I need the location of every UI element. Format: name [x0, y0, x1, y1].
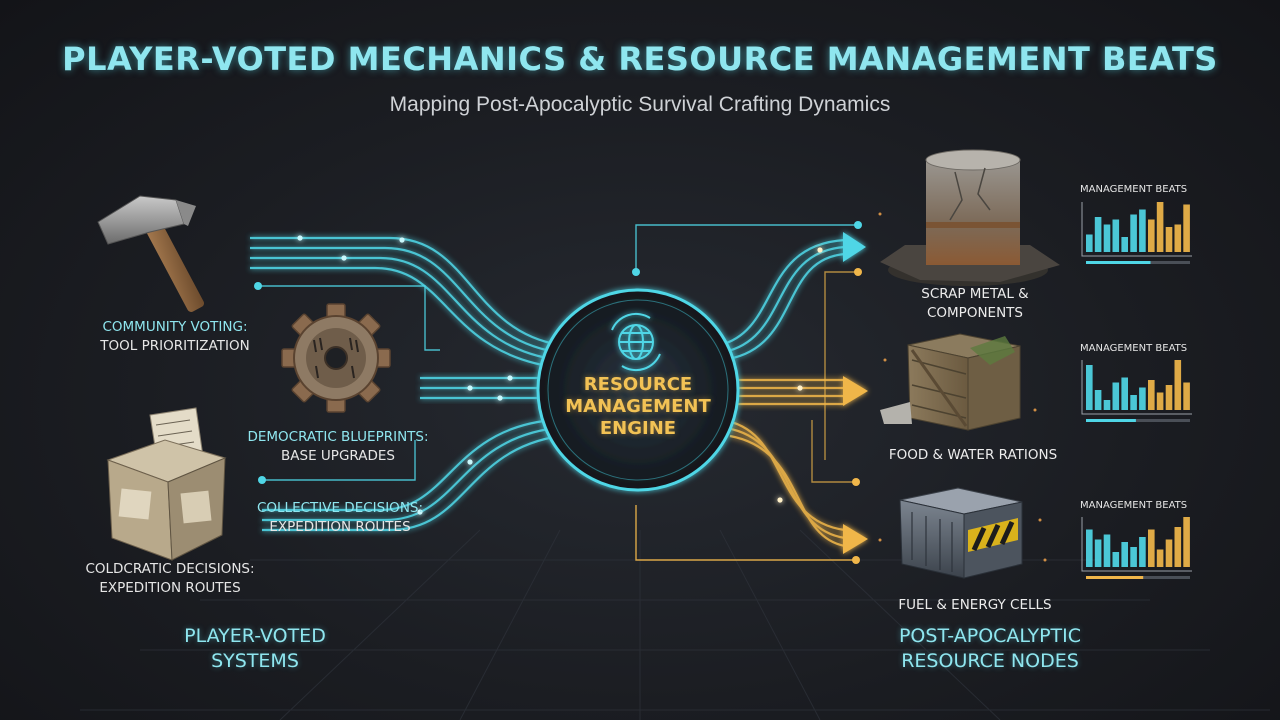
chart-bar — [1086, 529, 1093, 567]
chart-bar — [1103, 534, 1111, 567]
output-flow-top — [719, 238, 846, 361]
chart-bar — [1112, 382, 1120, 410]
hammer-icon — [97, 195, 205, 312]
chart-axis — [1081, 202, 1192, 257]
wooden-crate-icon — [880, 333, 1021, 431]
chart-bar — [1183, 382, 1190, 410]
chart-axis — [1081, 360, 1192, 415]
chart-bar — [1183, 204, 1190, 252]
chart-bar — [1112, 219, 1120, 252]
chart-bar — [1130, 395, 1137, 410]
input-label-community-voting: COMMUNITY VOTING: TOOL PRIORITIZATION — [80, 318, 270, 356]
chart-bar — [1148, 529, 1155, 567]
chart-bar — [1174, 527, 1182, 567]
chart-bar — [1112, 552, 1120, 567]
output-label-food-water: FOOD & WATER RATIONS — [888, 447, 1058, 463]
globe-icon — [611, 312, 661, 372]
chart-bar — [1139, 387, 1146, 410]
connector-lines — [254, 221, 862, 564]
input-flow-bottom — [262, 418, 561, 532]
input-highlight: COMMUNITY VOTING: — [102, 319, 248, 335]
chart-bar — [1139, 209, 1146, 252]
left-group-title: PLAYER-VOTED SYSTEMS — [184, 625, 326, 672]
chart-bar — [1103, 400, 1111, 410]
gear-icon — [281, 303, 391, 413]
chart-bar — [1094, 390, 1102, 410]
chart-bar — [1156, 202, 1164, 252]
chart-bar — [1148, 380, 1155, 410]
ember-sparks — [878, 212, 1047, 562]
chart-bar — [1130, 547, 1137, 567]
output-flow-middle — [735, 378, 845, 406]
chart-title-scrap-metal: MANAGEMENT BEATS — [1080, 184, 1188, 195]
input-label-democratic-blueprints: DEMOCRATIC BLUEPRINTS: BASE UPGRADES — [238, 428, 438, 466]
chart-bar — [1121, 377, 1128, 410]
output-flow-bottom — [721, 418, 846, 548]
chart-bar — [1148, 219, 1155, 252]
arrow-to-fuel-energy — [843, 524, 868, 554]
engine-line: RESOURCE — [583, 374, 693, 395]
chart-bar — [1165, 385, 1173, 410]
chart-bar — [1121, 542, 1128, 567]
chart-bar — [1156, 392, 1164, 410]
progress-track — [1086, 419, 1190, 422]
chart-bar — [1121, 237, 1128, 252]
management-beats-chart-food-water — [1081, 360, 1192, 422]
chart-bar — [1103, 224, 1111, 252]
output-label-scrap-metal: SCRAP METAL & COMPONENTS — [921, 286, 1029, 321]
engine-line: ENGINE — [599, 418, 677, 439]
input-label-coldcratic-decisions: COLDCRATIC DECISIONS: EXPEDITION ROUTES — [70, 560, 270, 598]
chart-bar — [1174, 360, 1182, 410]
engine-line: MANAGEMENT — [565, 396, 711, 417]
chart-bar — [1094, 217, 1102, 252]
chart-title-fuel-energy: MANAGEMENT BEATS — [1080, 500, 1188, 511]
chart-bar — [1094, 539, 1102, 567]
chart-bar — [1086, 365, 1093, 410]
chart-bar — [1183, 517, 1190, 567]
input-label-collective-decisions: COLLECTIVE DECISIONS: EXPEDITION ROUTES — [250, 499, 430, 537]
chart-bar — [1156, 549, 1164, 567]
input-text: EXPEDITION ROUTES — [269, 519, 411, 535]
input-highlight: COLLECTIVE DECISIONS: — [256, 500, 424, 516]
output-flow-dots — [777, 247, 823, 503]
chart-bar — [1130, 214, 1137, 252]
ballot-box-icon — [106, 407, 227, 561]
input-text: TOOL PRIORITIZATION — [100, 338, 250, 354]
arrow-to-food-water — [843, 376, 868, 406]
chart-bar — [1174, 224, 1182, 252]
chart-bar — [1165, 227, 1173, 252]
engine-label: RESOURCE MANAGEMENT ENGINE — [548, 374, 728, 440]
input-highlight: DEMOCRATIC BLUEPRINTS: — [247, 429, 429, 445]
flow-dots — [297, 235, 513, 515]
right-group-title: POST-APOCALYPTIC RESOURCE NODES — [898, 625, 1082, 672]
resource-engine-hub — [536, 288, 740, 492]
page-subtitle: Mapping Post-Apocalyptic Survival Crafti… — [389, 93, 891, 116]
progress-fill — [1086, 261, 1151, 264]
oil-drum-icon — [880, 149, 1060, 286]
input-text: COLDCRATIC DECISIONS: EXPEDITION ROUTES — [85, 561, 255, 596]
fuel-container-icon — [899, 487, 1023, 579]
management-beats-chart-fuel-energy — [1081, 517, 1192, 579]
input-text: BASE UPGRADES — [281, 448, 395, 464]
chart-bar — [1139, 537, 1146, 567]
input-flow-top — [250, 236, 561, 368]
output-label-fuel-energy: FUEL & ENERGY CELLS — [898, 597, 1052, 613]
management-beats-chart-scrap-metal — [1081, 202, 1192, 264]
progress-fill — [1086, 576, 1144, 579]
arrow-to-scrap-metal — [843, 232, 866, 262]
chart-axis — [1081, 517, 1192, 572]
input-flow-middle — [420, 376, 545, 400]
chart-title-food-water: MANAGEMENT BEATS — [1080, 343, 1188, 354]
progress-fill — [1086, 419, 1136, 422]
page-title: PLAYER-VOTED MECHANICS & RESOURCE MANAGE… — [62, 40, 1218, 78]
chart-bar — [1086, 234, 1093, 252]
chart-bar — [1165, 539, 1173, 567]
